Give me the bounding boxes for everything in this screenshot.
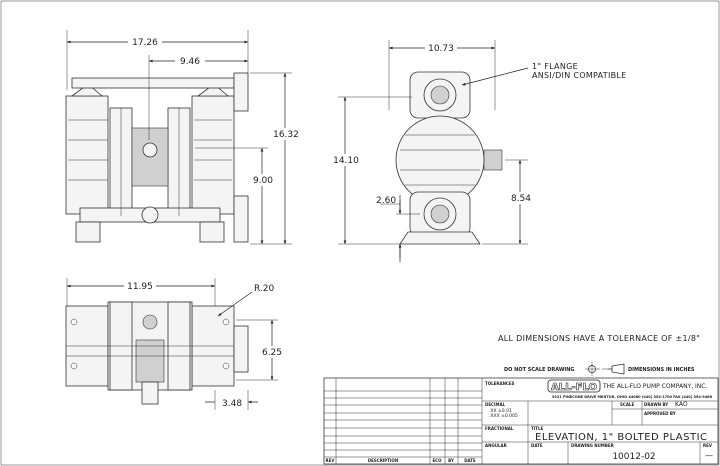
rev-value: — — [705, 451, 713, 460]
dim-inlet-height: 9.00 — [253, 176, 273, 186]
description-header: DESCRIPTION — [368, 458, 398, 463]
dim-air-inlet-height: 8.54 — [511, 194, 531, 204]
angular-label: ANGULAR — [485, 443, 507, 448]
logo-text: ALL-FLO — [551, 382, 597, 393]
all-flo-logo: ALL-FLO — [547, 379, 601, 393]
drawn-by-value: KAO — [675, 401, 688, 408]
flange-note-line2: ANSI/DIN COMPATIBLE — [532, 71, 627, 80]
tolerance-note: ALL DIMENSIONS HAVE A TOLERNACE OF ±1/8" — [498, 334, 700, 343]
front-dimensions: 17.26 9.46 16.32 9.00 — [66, 30, 300, 245]
date-label: DATE — [531, 443, 543, 448]
dim-mount-depth: 6.25 — [262, 348, 282, 358]
dim-overall-width: 17.26 — [132, 38, 158, 48]
approved-by-label: APPROVED BY — [644, 411, 676, 416]
dim-side-height: 14.10 — [333, 156, 359, 166]
dim-mount-width: 11.95 — [127, 282, 153, 292]
no-scale-note: DO NOT SCALE DRAWING — [504, 367, 575, 373]
bottom-dimensions: 11.95 R.20 6.25 3.48 — [66, 278, 285, 410]
drawn-by-label: DRAWN BY — [644, 402, 668, 407]
decimal-xxx: .XXX ±0.005 — [489, 413, 518, 419]
decimal-xx: .XX ±0.01 — [489, 408, 512, 414]
decimal-label: DECIMAL — [485, 402, 506, 407]
drawing-number-label: DRAWING NUMBER — [571, 443, 614, 448]
dim-overall-height: 16.32 — [273, 130, 299, 140]
title-label: TITLE — [531, 426, 543, 431]
front-elevation-view — [65, 72, 249, 243]
scale-label: SCALE — [620, 402, 634, 407]
flange-note-line1: 1" FLANGE — [532, 62, 578, 71]
drawing-number: 10012-02 — [612, 452, 655, 462]
company-name: THE ALL-FLO PUMP COMPANY, INC. — [602, 383, 707, 390]
fractional-label: FRACTIONAL — [485, 426, 514, 431]
company-address: 9321 PINECONE DRIVE MENTOR, OHIO 44060 (… — [552, 395, 713, 399]
eco-header: ECO — [432, 458, 442, 463]
rev-label: REV — [703, 443, 713, 448]
side-elevation-view — [395, 71, 503, 245]
dim-radius: R.20 — [254, 284, 275, 294]
third-angle-projection-icon — [585, 362, 625, 376]
dim-center-to-flange: 9.46 — [180, 57, 200, 67]
by-header: BY — [448, 458, 454, 463]
tolerances-label: TOLERANCES — [485, 381, 515, 386]
dim-base-to-outlet: 2.60 — [376, 196, 396, 206]
revision-table: REV DESCRIPTION ECO BY DATE — [324, 378, 483, 464]
date-header: DATE — [464, 458, 476, 463]
drawing-title: ELEVATION, 1" BOLTED PLASTIC — [535, 432, 708, 443]
dim-side-width: 10.73 — [428, 44, 454, 54]
side-dimensions: 10.73 14.10 2.60 8.54 1" FLANGE ANSI/DIN… — [333, 40, 627, 262]
dim-offset: 3.48 — [222, 399, 242, 409]
units-note: DIMENSIONS IN INCHES — [628, 367, 695, 373]
bottom-view — [65, 301, 249, 405]
title-block: REV DESCRIPTION ECO BY DATE TOLERANCES A… — [323, 377, 719, 465]
rev-header: REV — [326, 458, 336, 463]
